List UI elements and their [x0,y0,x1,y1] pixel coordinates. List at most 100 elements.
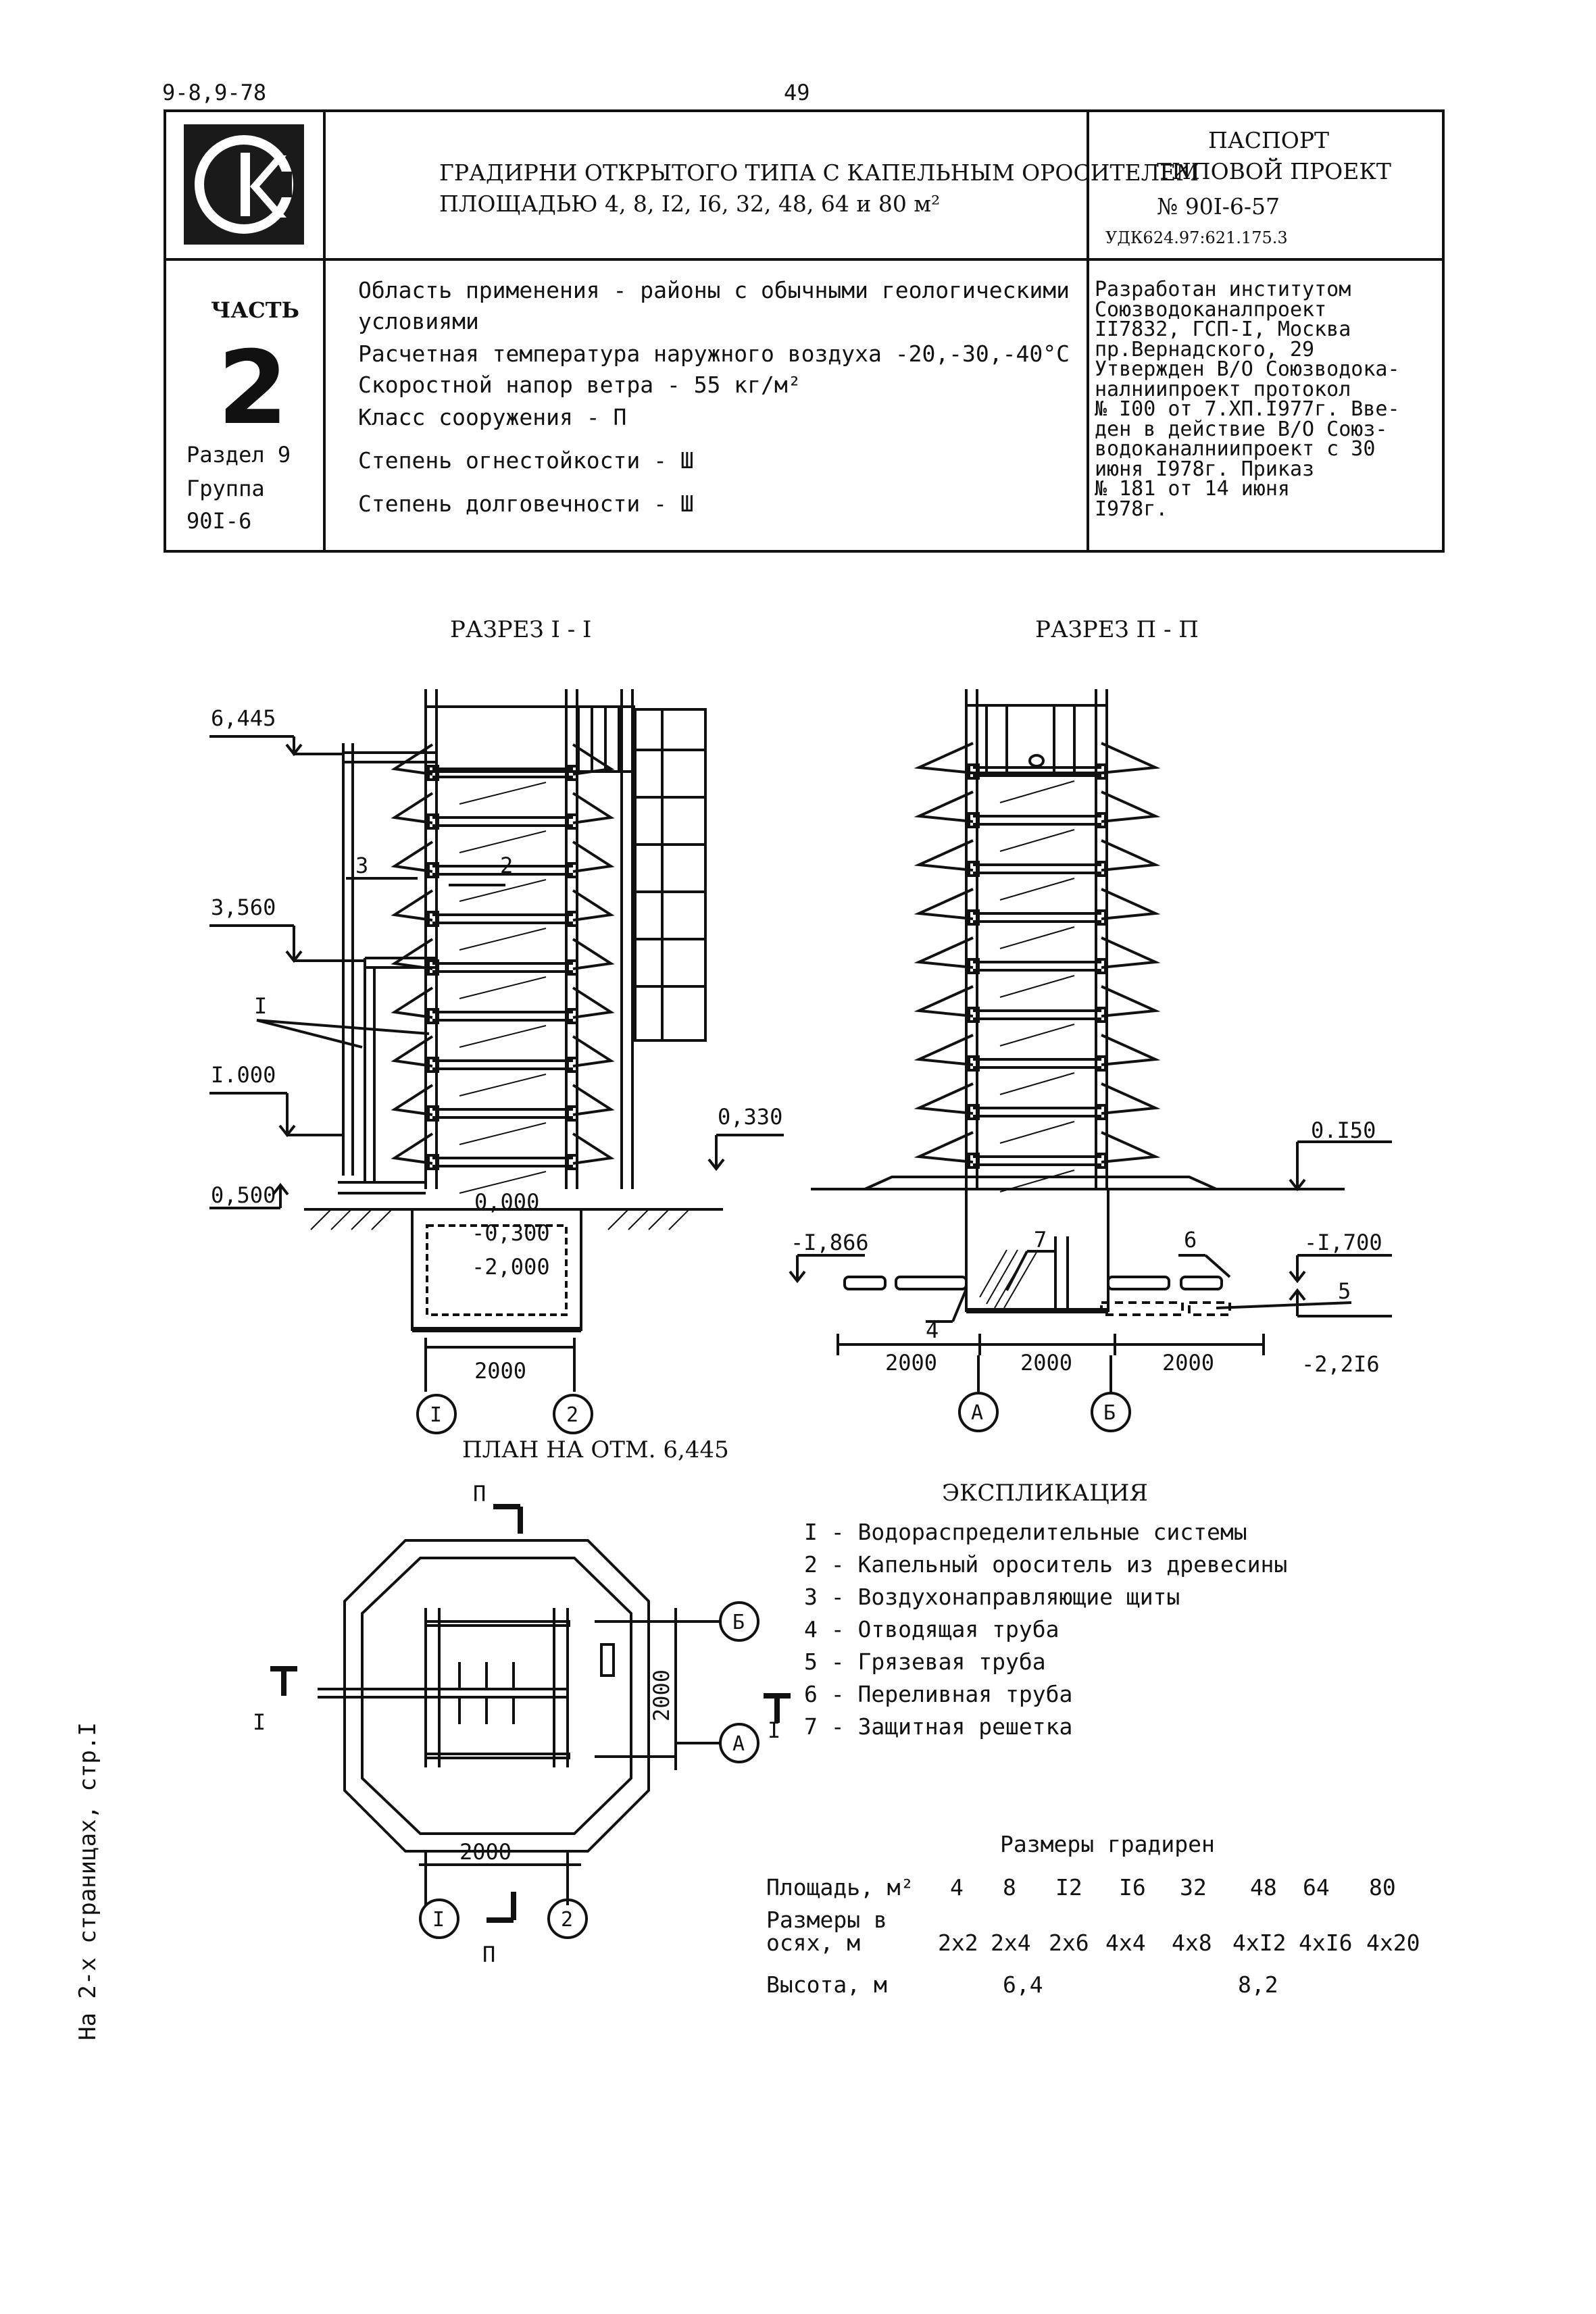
axes-size-value: 4x8 [1172,1930,1212,1956]
section2-title: РАЗРЕЗ П - П [1035,616,1199,643]
plan-dim-horizontal: 2000 [459,1839,512,1865]
developer-block: Разработан институтом Союзводоканалпроек… [1095,280,1400,519]
title-block-hsplit [164,258,1445,261]
level-3560: 3,560 [211,895,276,920]
cut-bottom-label: П [482,1942,495,1967]
udk-code: УДК624.97:621.175.3 [1105,228,1288,247]
passport-label: ПАСПОРТ [1208,127,1330,153]
area-value: 32 [1180,1874,1207,1901]
title-block [164,109,1445,553]
title-block-vsplit1 [323,109,326,553]
plan-axis-2: 2 [561,1908,573,1932]
height-value: 6,4 [1003,1971,1043,1998]
axes-size-value: 2x6 [1049,1930,1089,1956]
developer-line: II7832, ГСП-I, Москва [1095,318,1351,341]
group-label: Группа [186,476,265,501]
axes-size-value: 2x4 [991,1930,1031,1956]
level-m1700: -I,700 [1304,1230,1382,1255]
doc-title-line1: ГРАДИРНИ ОТКРЫТОГО ТИПА С КАПЕЛЬНЫМ ОРОС… [439,159,1199,186]
callout-7: 7 [1034,1227,1047,1253]
developer-line: Разработан институтом [1095,278,1351,301]
developer-line: № 181 от 14 июня [1095,477,1290,501]
condition-3: Расчетная температура наружного воздуха … [358,341,1070,367]
callout-4: 4 [926,1317,939,1343]
plan-axis-1: I [432,1908,445,1932]
developer-line: I978г. [1095,497,1168,521]
developer-line: налниипроект протокол [1095,377,1351,401]
callout-2: 2 [500,853,513,878]
level-6445: 6,445 [211,705,276,731]
dim-2000-a: 2000 [885,1350,937,1376]
area-value: 48 [1250,1874,1277,1901]
condition-7: Степень долговечности - Ш [358,491,694,517]
level-0500: 0,500 [211,1182,276,1208]
legend-item: 4 - Отводящая труба [804,1616,1059,1642]
area-value: 8 [1003,1874,1016,1901]
logo-mark-icon [195,135,293,234]
doc-title-line2: ПЛОЩАДЬЮ 4, 8, I2, I6, 32, 48, 64 и 80 м… [439,191,941,217]
axes-size-value: 2x2 [938,1930,978,1956]
plan-axis-A: А [732,1732,745,1756]
area-value: I6 [1119,1874,1146,1901]
part-number: 2 [218,330,289,447]
axis-1: I [430,1403,442,1427]
area-value: I2 [1055,1874,1082,1901]
part-label: ЧАСТЬ [211,297,299,323]
section1-title: РАЗРЕЗ I - I [450,616,592,643]
level-0330: 0,330 [718,1104,782,1130]
area-value: 64 [1303,1874,1330,1901]
callout-5: 5 [1338,1278,1351,1304]
plan-drawing: П П I I 2000 2000 Б А I 2 [253,1481,791,1967]
axes-size-value: 4x20 [1366,1930,1420,1956]
plan-axis-B: Б [732,1611,745,1634]
developer-line: июня I978г. Приказ [1095,457,1315,481]
callout-3: 3 [355,853,368,878]
callout-1: I [254,993,267,1019]
sizes-row1-label: Площадь, м² [766,1874,914,1901]
developer-line: пр.Вернадского, 29 [1095,337,1315,361]
series-code: 9-8,9-78 [162,80,267,105]
legend-list: I - Водораспределительные системы 2 - Ка… [804,1516,1287,1743]
area-value: 80 [1369,1874,1396,1901]
developer-line: ден в действие В/О Союз- [1095,417,1388,441]
dim-2000-b: 2000 [1020,1350,1072,1376]
legend-item: 6 - Переливная труба [804,1681,1073,1707]
sizes-row2-label-2: осях, м [766,1930,861,1956]
sizes-row2-label-1: Размеры в [766,1907,887,1933]
condition-4: Скоростной напор ветра - 55 кг/м² [358,372,801,398]
level-0000: 0,000 [474,1189,539,1215]
developer-line: № I00 от 7.XП.I977г. Вве- [1095,397,1400,421]
axes-size-value: 4xI2 [1232,1930,1287,1956]
project-number: № 90I-6-57 [1157,193,1280,220]
section2-drawing: 0.I50 -I,866 -I,700 -2,2I6 7 6 5 4 2000 … [789,689,1392,1432]
condition-5: Класс сооружения - П [358,404,627,430]
axes-size-value: 4x4 [1105,1930,1146,1956]
legend-item: 2 - Капельный ороситель из древесины [804,1551,1288,1578]
legend-item: I - Водораспределительные системы [804,1519,1247,1545]
developer-line: Союзводоканалпроект [1095,297,1327,322]
section1-drawing: 6,445 3,560 I.000 0,500 0,330 0,000 -0,3… [209,689,784,1434]
axis-A: А [971,1401,983,1425]
cut-right-label: I [768,1717,780,1743]
dim-2000-c: 2000 [1162,1350,1214,1376]
callout-6: 6 [1184,1227,1197,1253]
title-block-vsplit2 [1087,109,1089,553]
dim-2000: 2000 [474,1358,526,1384]
condition-1: Область применения - районы с обычными г… [358,277,1070,303]
level-0150: 0.I50 [1311,1117,1376,1143]
page-number: 49 [784,80,810,105]
project-type: ТИПОВОЙ ПРОЕКТ [1157,158,1391,184]
area-value: 4 [950,1874,964,1901]
developer-line: Утвержден В/О Союзводока- [1095,357,1400,381]
plan-dim-vertical: 2000 [649,1669,674,1721]
legend-item: 5 - Грязевая труба [804,1649,1046,1675]
developer-line: водоканалниипроект с 30 [1095,437,1376,461]
axis-B: Б [1103,1401,1116,1425]
height-value: 8,2 [1238,1971,1278,1998]
section-label: Раздел 9 [186,442,291,468]
condition-6: Степень огнестойкости - Ш [358,447,694,474]
condition-2: условиями [358,308,479,334]
axis-2: 2 [566,1403,578,1427]
legend-title: ЭКСПЛИКАЦИЯ [942,1480,1148,1507]
level-m1866: -I,866 [791,1230,869,1255]
